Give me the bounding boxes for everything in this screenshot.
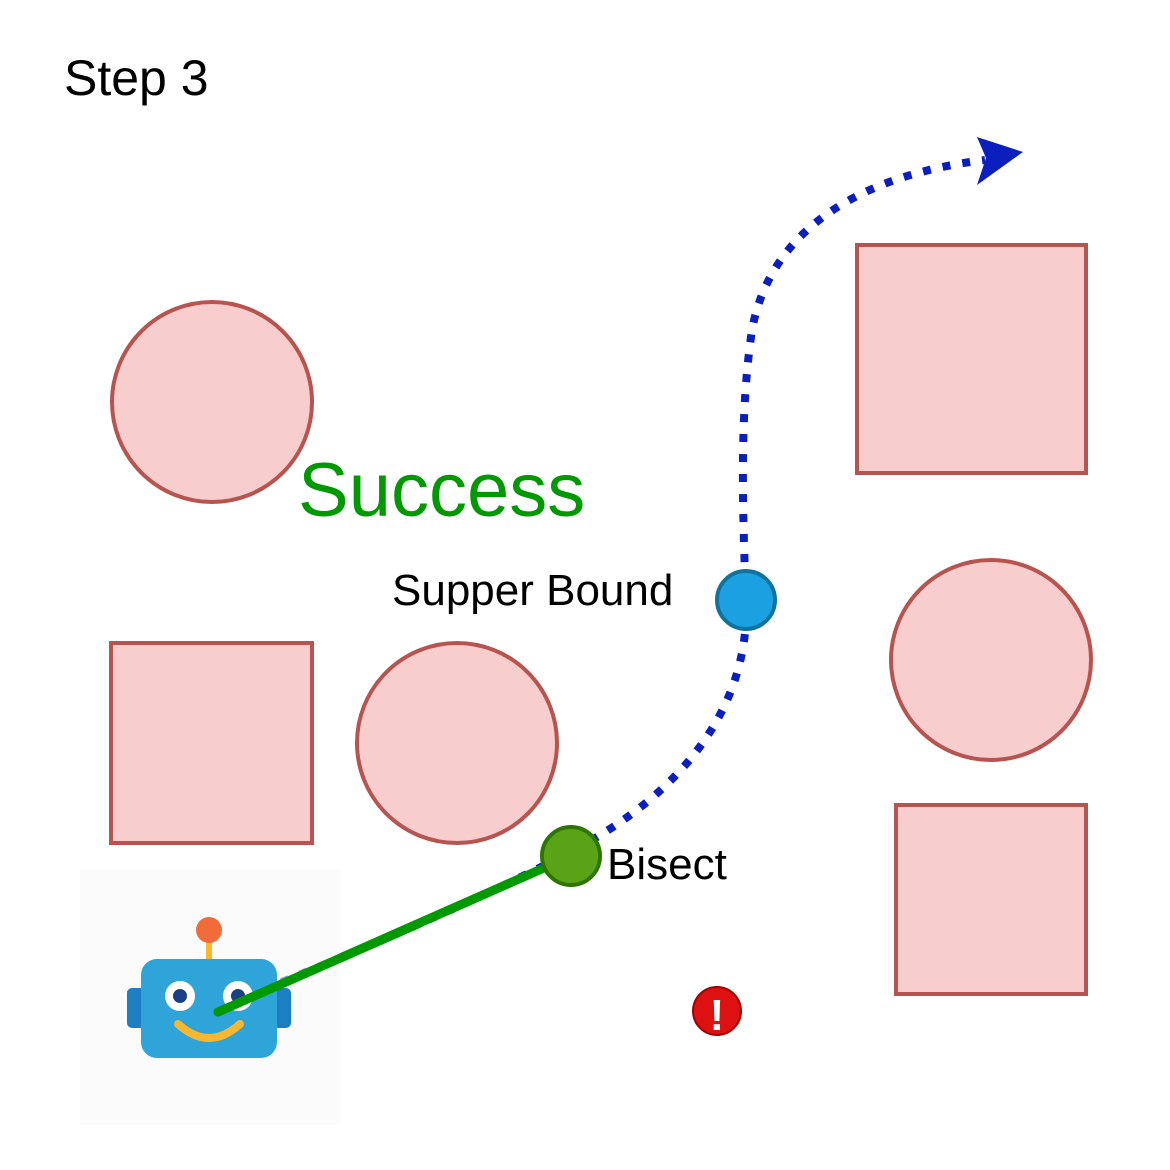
obstacle-square-bottom-right bbox=[894, 803, 1088, 996]
planned-path bbox=[224, 156, 986, 1009]
success-label: Success bbox=[298, 448, 585, 533]
bisect-point bbox=[540, 825, 602, 887]
obstacle-circle-top-left bbox=[110, 300, 314, 504]
obstacle-square-mid-left bbox=[109, 641, 314, 845]
bisect-label: Bisect bbox=[607, 840, 727, 889]
obstacle-square-top-right bbox=[855, 243, 1088, 475]
upper-bound-point bbox=[715, 569, 777, 631]
upper-bound-label: Supper Bound bbox=[392, 566, 673, 615]
obstacle-circle-mid-right bbox=[889, 558, 1093, 762]
path-arrowhead bbox=[977, 137, 1023, 185]
warning-glyph: ! bbox=[710, 991, 725, 1040]
step-label: Step 3 bbox=[64, 50, 209, 106]
warning-icon: ! bbox=[692, 986, 742, 1040]
bisect-line-overlay bbox=[213, 918, 425, 1017]
robot-icon bbox=[80, 870, 340, 1125]
obstacle-circle-center bbox=[355, 641, 559, 845]
obstacles bbox=[109, 243, 1093, 996]
